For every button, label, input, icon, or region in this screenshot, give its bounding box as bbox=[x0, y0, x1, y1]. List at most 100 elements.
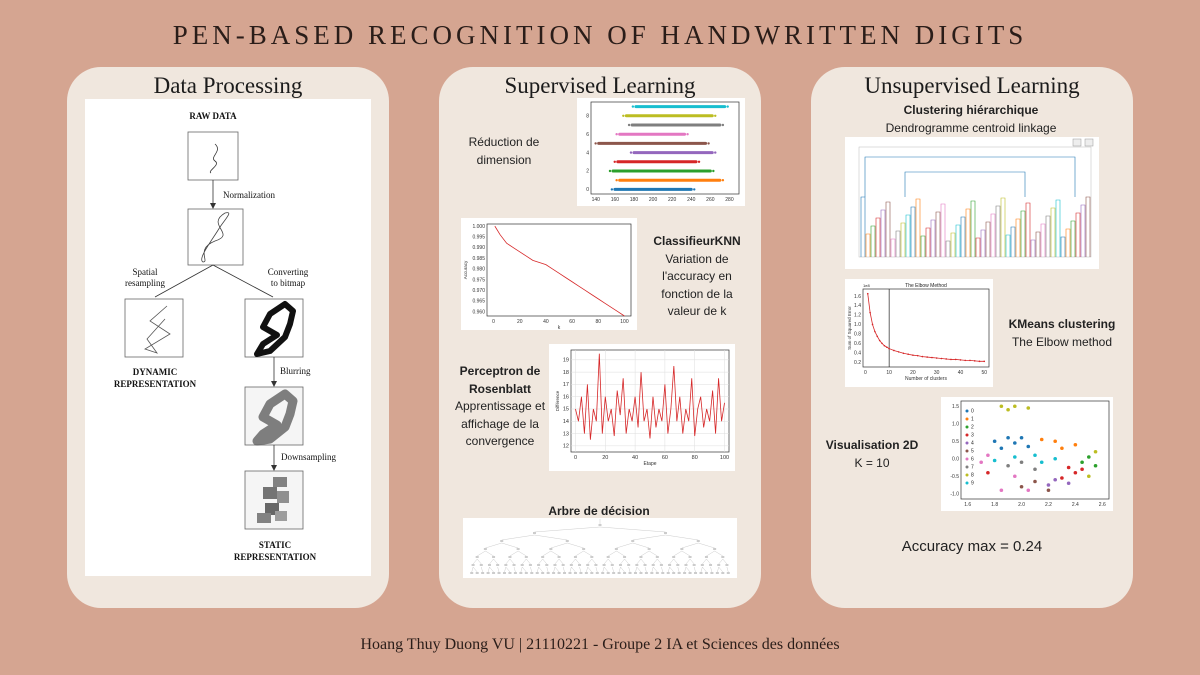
tree-edge bbox=[595, 566, 598, 573]
tree-node bbox=[541, 556, 545, 558]
tree-edge bbox=[603, 558, 609, 565]
tree-edge bbox=[489, 566, 494, 573]
static-label-2: REPRESENTATION bbox=[233, 552, 317, 562]
tree-edge bbox=[563, 566, 565, 573]
series-point bbox=[916, 354, 919, 357]
cluster-point-1 bbox=[1039, 437, 1044, 442]
cluster-point-3 bbox=[1073, 470, 1078, 475]
scale-label: 1e8 bbox=[863, 283, 870, 288]
legend-marker bbox=[965, 425, 969, 429]
dendrogram-branch bbox=[915, 198, 921, 257]
legend-label: 8 bbox=[971, 473, 974, 479]
tree-edge bbox=[501, 542, 519, 549]
tree-node bbox=[659, 564, 663, 566]
tree-node bbox=[582, 548, 586, 550]
strip-outlier bbox=[610, 188, 614, 191]
tree-edge bbox=[681, 550, 691, 557]
dendrogram-branch bbox=[980, 229, 986, 257]
copy-icon bbox=[1072, 138, 1082, 147]
raw-box bbox=[187, 131, 239, 181]
knn-title: ClassifieurKNN bbox=[653, 234, 741, 248]
tree-edge bbox=[487, 566, 490, 573]
tree-node bbox=[508, 572, 512, 574]
x-axis-label: k bbox=[558, 325, 561, 331]
tree-node bbox=[504, 564, 508, 566]
tree-node bbox=[492, 556, 496, 558]
tree-node bbox=[680, 548, 684, 550]
knn-label-4: valeur de k bbox=[667, 304, 727, 318]
knn-label-3: fonction de la bbox=[661, 286, 733, 301]
tree-node bbox=[683, 572, 687, 574]
tree-edge bbox=[706, 550, 715, 557]
x-tick-label: 10 bbox=[886, 370, 892, 376]
dendrogram-branch bbox=[1085, 196, 1091, 257]
dynamic-digit bbox=[144, 305, 171, 354]
dendrogram-branch bbox=[1015, 218, 1021, 257]
cluster-point-7 bbox=[1033, 467, 1037, 472]
tree-node bbox=[692, 564, 696, 566]
dendrogram-branch bbox=[1050, 207, 1056, 257]
viz-label: Visualisation 2D K = 10 bbox=[817, 437, 927, 472]
y-tick-label: 6 bbox=[586, 132, 589, 138]
tree-edge bbox=[550, 542, 568, 549]
tree-node bbox=[672, 556, 676, 558]
x-tick-label: 20 bbox=[910, 370, 916, 376]
chart-title: The Elbow Method bbox=[905, 283, 947, 289]
y-tick-label: 0.0 bbox=[952, 456, 959, 462]
x-tick-label: 100 bbox=[720, 455, 729, 461]
tree-node bbox=[631, 540, 635, 542]
tree-node bbox=[618, 564, 622, 566]
tree-node bbox=[578, 564, 582, 566]
dendrogram-branch bbox=[1025, 202, 1031, 257]
tree-node bbox=[552, 572, 556, 574]
tree-edge bbox=[649, 550, 658, 557]
series-point bbox=[874, 330, 876, 333]
tree-edge bbox=[718, 566, 723, 573]
x-tick-label: 60 bbox=[569, 319, 575, 325]
y-tick-label: 1.5 bbox=[952, 404, 959, 410]
legend-label: 4 bbox=[971, 441, 974, 447]
cluster-point-8 bbox=[1006, 407, 1010, 412]
tree-node bbox=[524, 572, 528, 574]
tree-edge bbox=[505, 558, 511, 565]
series-point bbox=[973, 360, 976, 362]
dendrogram-branch bbox=[1065, 228, 1071, 257]
tree-edge bbox=[636, 566, 642, 573]
strip-outlier bbox=[631, 105, 635, 108]
tree-node bbox=[639, 572, 643, 574]
strip-outlier bbox=[721, 179, 725, 182]
data-processing-title: Data Processing bbox=[153, 73, 303, 98]
tree-edge bbox=[620, 558, 625, 565]
legend-marker bbox=[965, 417, 969, 421]
tree-node bbox=[651, 564, 655, 566]
tree-edge bbox=[550, 550, 560, 557]
cluster-point-0 bbox=[1006, 435, 1010, 440]
dendrogram-graphic bbox=[858, 138, 1094, 258]
x-tick-label: 2.2 bbox=[1045, 502, 1052, 508]
cluster-point-2 bbox=[1087, 455, 1091, 459]
cluster-point-8 bbox=[1026, 406, 1031, 410]
tree-edge bbox=[722, 558, 728, 565]
legend-label: 1 bbox=[971, 417, 974, 423]
y-tick-label: 4 bbox=[586, 150, 589, 156]
tree-edge bbox=[472, 566, 478, 573]
legend-label: 0 bbox=[971, 409, 974, 415]
tree-node bbox=[684, 564, 688, 566]
plot-frame bbox=[590, 101, 740, 195]
tree-edge bbox=[575, 550, 584, 557]
plot-frame bbox=[570, 349, 730, 453]
tree-node bbox=[486, 572, 490, 574]
page-title: PEN-BASED RECOGNITION OF HANDWRITTEN DIG… bbox=[172, 20, 1028, 50]
tree-edge bbox=[620, 566, 625, 573]
perceptron-label-4: affichage de la bbox=[461, 416, 539, 431]
footer-credits: Hoang Thuy Duong VU | 21110221 - Groupe … bbox=[360, 636, 840, 653]
tree-edge bbox=[700, 566, 703, 573]
cluster-point-9 bbox=[1053, 456, 1057, 461]
tree-edge bbox=[554, 566, 560, 573]
tree-edge bbox=[569, 566, 572, 573]
cluster-point-6 bbox=[999, 488, 1004, 493]
tree-edge bbox=[706, 558, 711, 565]
series-point bbox=[902, 352, 905, 355]
dendrogram-branch bbox=[995, 205, 1001, 257]
